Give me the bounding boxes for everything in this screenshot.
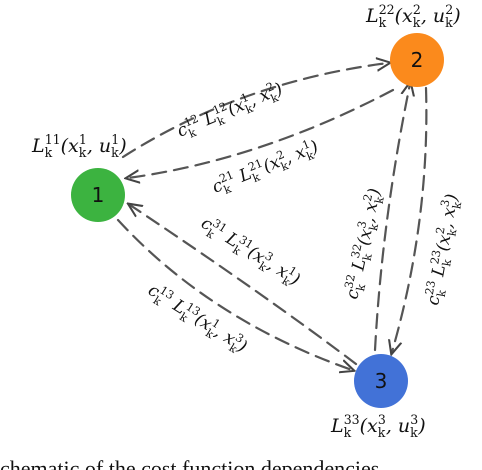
edge-label-3-2: ck32 Lk32(xk3, xk2)	[340, 186, 388, 301]
edge-label-3-1: ck31 Lk31(xk3, xk1)	[196, 211, 305, 292]
edge-1-to-3	[116, 218, 352, 370]
edge-label-2-3: ck23 Lk23(xk2, xk3)	[421, 192, 465, 307]
edge-labels: ck12 Lk12(xk1, xk2) ck21 Lk21(xk2, xk1) …	[143, 77, 465, 359]
svg-text:ck12 Lk12(xk1, xk2): ck12 Lk12(xk1, xk2)	[173, 77, 286, 144]
node-3-circle	[354, 354, 408, 408]
node-1-circle	[71, 168, 125, 222]
edges	[116, 63, 428, 370]
svg-text:ck32 Lk32(xk3, xk2): ck32 Lk32(xk3, xk2)	[340, 186, 388, 301]
node-3-label: 3	[375, 369, 388, 393]
edge-2-to-1	[128, 88, 395, 178]
edge-label-1-3: ck13 Lk13(xk1, xk3)	[143, 278, 252, 359]
edge-3-to-1	[130, 205, 358, 366]
node-3-cost-label: Lk33(xk3, uk3)	[330, 412, 426, 440]
svg-text:ck13 Lk13(xk1, xk3): ck13 Lk13(xk1, xk3)	[143, 278, 252, 359]
node-1: 1	[71, 168, 125, 222]
node-3: 3	[354, 354, 408, 408]
edge-2-to-3	[392, 86, 428, 352]
node-2: 2	[390, 33, 444, 87]
figure-caption: chematic of the cost function dependenci…	[0, 456, 379, 470]
node-1-cost-label: Lk11(xk1, uk1)	[31, 132, 127, 160]
svg-text:ck23 Lk23(xk2, xk3): ck23 Lk23(xk2, xk3)	[421, 192, 465, 307]
edge-3-to-2	[373, 84, 410, 352]
node-2-cost-label: Lk22(xk2, uk2)	[365, 2, 461, 30]
node-2-label: 2	[411, 48, 424, 72]
node-1-label: 1	[92, 183, 105, 207]
edge-1-to-2	[121, 63, 388, 159]
svg-text:ck31 Lk31(xk3, xk1): ck31 Lk31(xk3, xk1)	[196, 211, 305, 292]
edge-label-1-2: ck12 Lk12(xk1, xk2)	[173, 77, 286, 144]
node-2-circle	[390, 33, 444, 87]
